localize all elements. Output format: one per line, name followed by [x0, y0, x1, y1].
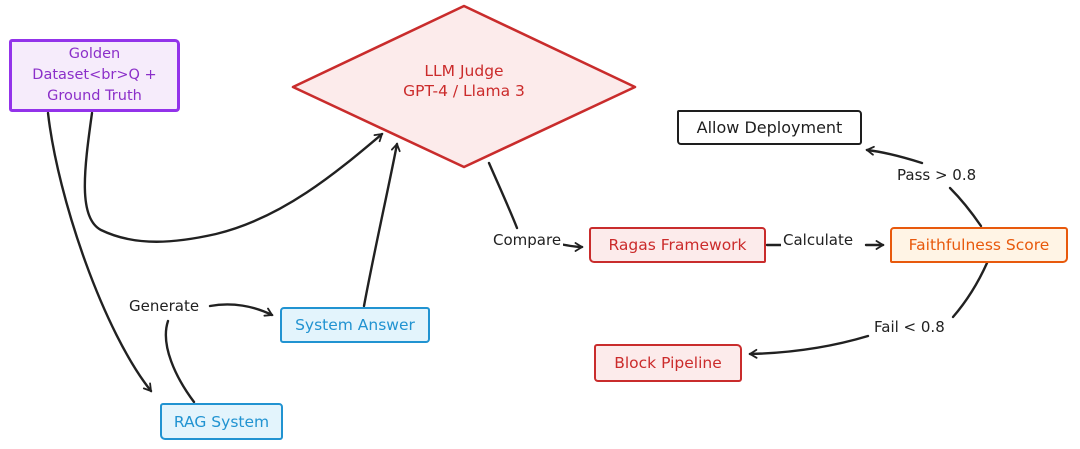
llm-judge-line-1: LLM Judge	[424, 62, 504, 80]
edge-golden-to-rag	[46, 111, 153, 393]
edge-judge-to-compare-label	[487, 161, 519, 230]
edge-system-answer-to-judge	[362, 142, 401, 308]
golden-dataset-line-3: Ground Truth	[47, 88, 142, 104]
faithfulness-score-label: Faithfulness Score	[908, 236, 1050, 254]
edge-pass-label-to-allow	[865, 145, 924, 165]
edge-faithfulness-to-pass-label	[948, 186, 983, 228]
llm-judge-line-2: GPT-4 / Llama 3	[403, 81, 525, 100]
allow-deployment-label: Allow Deployment	[696, 118, 843, 137]
edge-rag-to-generate-label	[164, 319, 196, 404]
golden-dataset-line-2: Dataset<br>Q +	[32, 67, 157, 83]
edge-label-calculate: Calculate	[781, 231, 856, 249]
edge-golden-to-judge	[83, 111, 384, 243]
node-ragas-framework: Ragas Framework	[589, 227, 766, 263]
edge-label-compare: Compare	[491, 231, 564, 249]
edge-generate-label-to-system-answer	[208, 303, 274, 317]
golden-dataset-line-1: Golden	[68, 46, 121, 62]
node-allow-deployment: Allow Deployment	[677, 110, 862, 145]
edge-faithfulness-to-fail-label	[951, 261, 989, 319]
node-golden-dataset: Golden Dataset<br>Q + Ground Truth	[9, 39, 180, 112]
ragas-framework-label: Ragas Framework	[608, 236, 747, 254]
node-rag-system: RAG System	[160, 403, 283, 440]
block-pipeline-label: Block Pipeline	[614, 354, 722, 372]
rag-system-label: RAG System	[173, 412, 270, 431]
system-answer-label: System Answer	[295, 316, 415, 334]
node-block-pipeline: Block Pipeline	[594, 344, 742, 382]
llm-judge-diamond-shape	[291, 4, 637, 169]
node-faithfulness-score: Faithfulness Score	[890, 227, 1068, 263]
edge-label-pass: Pass > 0.8	[895, 166, 979, 184]
edge-label-fail: Fail < 0.8	[872, 318, 947, 336]
edge-fail-label-to-block	[748, 334, 870, 359]
node-llm-judge-label: LLM Judge GPT-4 / Llama 3	[364, 62, 564, 101]
node-system-answer: System Answer	[280, 307, 430, 343]
edge-label-generate: Generate	[127, 297, 202, 315]
edge-compare-label-to-ragas	[558, 242, 584, 252]
